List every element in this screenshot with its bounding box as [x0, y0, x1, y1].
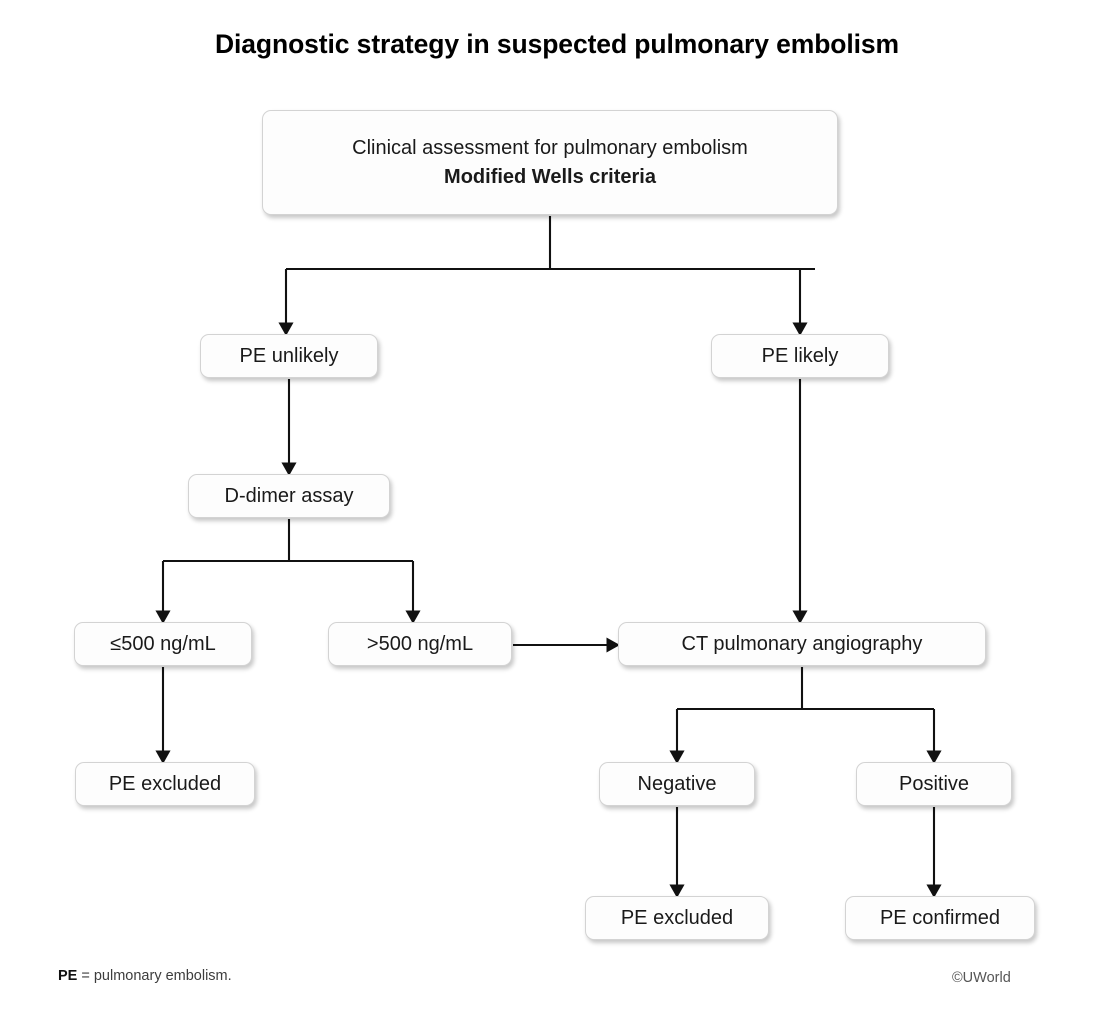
node-ct-pulmonary-angiography-label: CT pulmonary angiography [681, 632, 923, 655]
node-pe-unlikely-label: PE unlikely [239, 344, 339, 367]
node-pe-excluded-ct[interactable]: PE excluded [585, 896, 769, 940]
node-pe-excluded-left[interactable]: PE excluded [75, 762, 255, 806]
node-ct-negative[interactable]: Negative [599, 762, 755, 806]
node-d-dimer-low[interactable]: ≤500 ng/mL [74, 622, 252, 666]
node-d-dimer-assay-label: D-dimer assay [224, 484, 354, 507]
node-ct-pulmonary-angiography[interactable]: CT pulmonary angiography [618, 622, 986, 666]
node-ct-negative-label: Negative [637, 772, 717, 795]
footnote-definition: = pulmonary embolism. [77, 968, 232, 984]
page-title: Diagnostic strategy in suspected pulmona… [214, 29, 900, 59]
node-d-dimer-high-label: >500 ng/mL [366, 632, 474, 655]
node-pe-likely[interactable]: PE likely [711, 334, 889, 378]
node-clinical-assessment-line2: Modified Wells criteria [444, 165, 656, 188]
copyright-notice: ©UWorld [952, 970, 1011, 986]
node-ct-positive-label: Positive [898, 772, 970, 795]
node-pe-confirmed[interactable]: PE confirmed [845, 896, 1035, 940]
node-clinical-assessment-line1: Clinical assessment for pulmonary emboli… [352, 136, 748, 159]
node-d-dimer-assay[interactable]: D-dimer assay [188, 474, 390, 518]
node-d-dimer-low-label: ≤500 ng/mL [110, 632, 216, 655]
node-pe-unlikely[interactable]: PE unlikely [200, 334, 378, 378]
node-pe-excluded-left-label: PE excluded [108, 772, 222, 795]
node-d-dimer-high[interactable]: >500 ng/mL [328, 622, 512, 666]
node-pe-confirmed-label: PE confirmed [879, 906, 1001, 929]
node-pe-likely-label: PE likely [761, 344, 839, 367]
footnote: PE = pulmonary embolism. [58, 968, 232, 984]
footnote-abbreviation: PE [58, 968, 78, 984]
node-clinical-assessment[interactable]: Clinical assessment for pulmonary emboli… [262, 110, 838, 215]
node-pe-excluded-ct-label: PE excluded [620, 906, 734, 929]
node-ct-positive[interactable]: Positive [856, 762, 1012, 806]
